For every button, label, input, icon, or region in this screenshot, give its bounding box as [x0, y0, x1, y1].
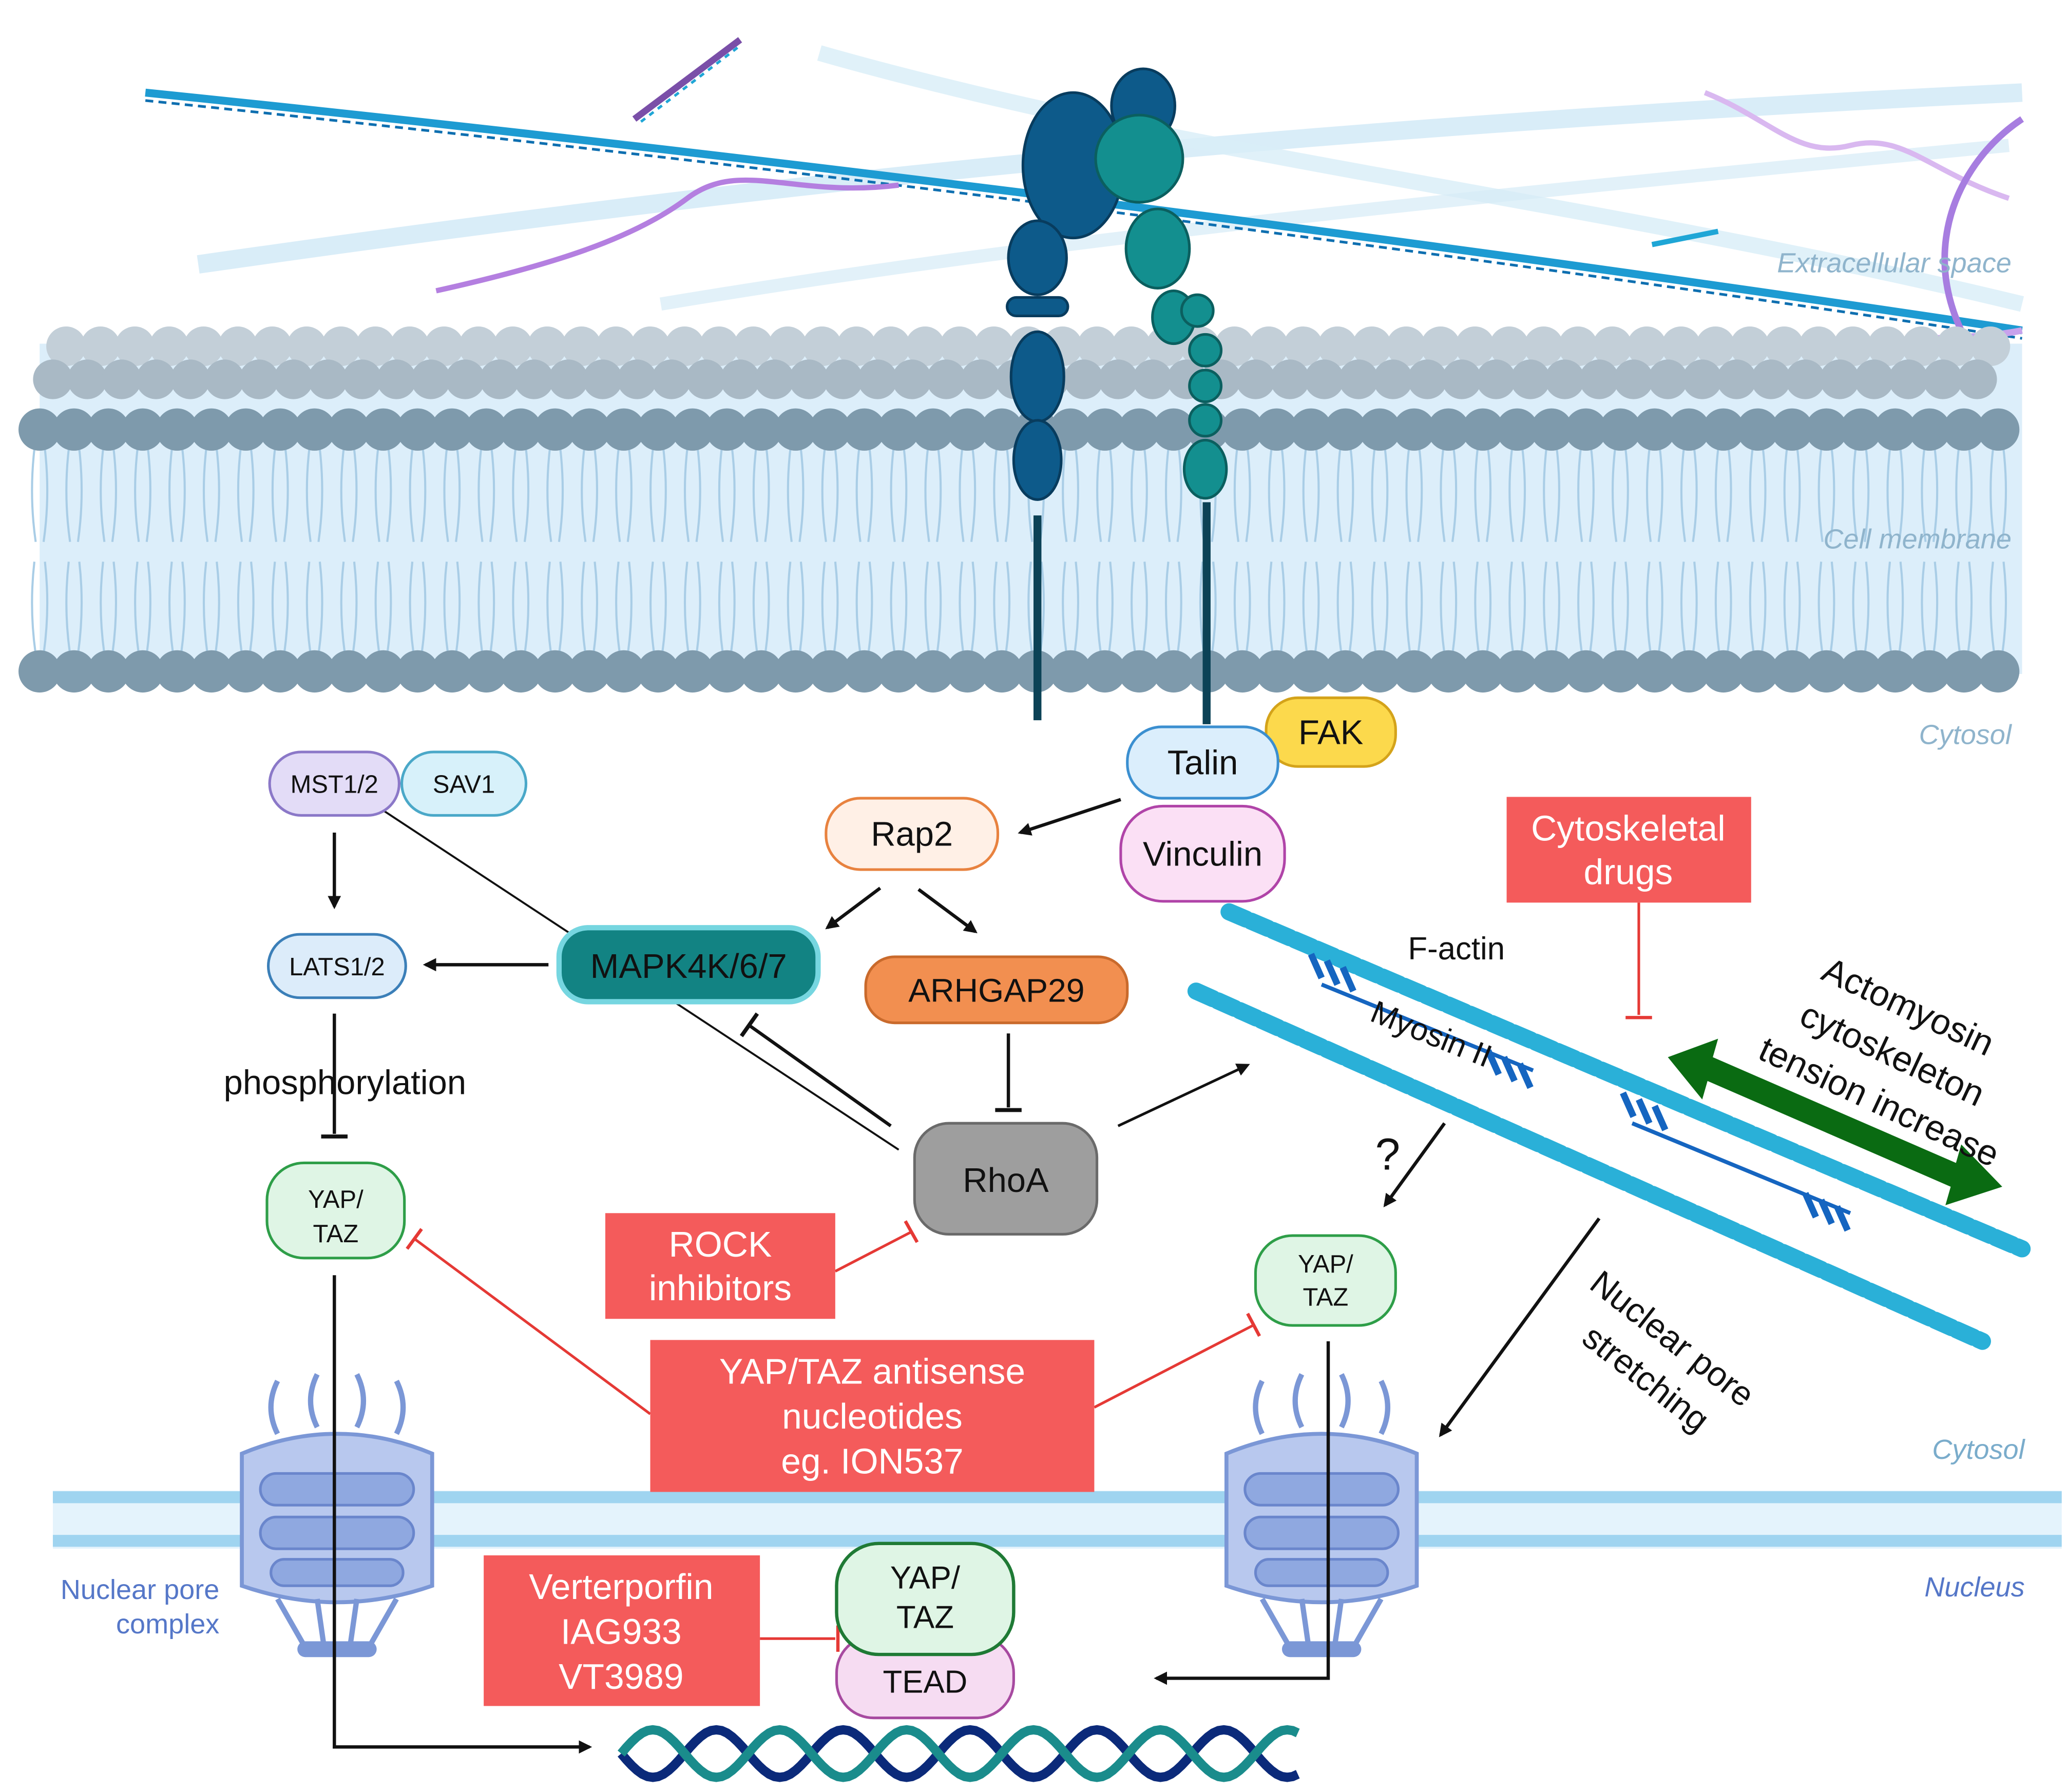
node-mst1-2-label: MST1/2	[291, 771, 378, 799]
signal-arrows	[328, 798, 1601, 1754]
label-question-mark: ?	[1375, 1129, 1401, 1179]
node-yap-taz-right-line1: YAP/	[1298, 1250, 1353, 1278]
label-nucleus: Nucleus	[1924, 1572, 2024, 1603]
node-fak-label: FAK	[1298, 713, 1363, 752]
label-npc-1: Nuclear pore	[61, 1574, 219, 1605]
node-sav1-label: SAV1	[433, 771, 495, 799]
node-yap-taz-cytosol-right: YAP/ TAZ	[1254, 1234, 1397, 1327]
node-talin-label: Talin	[1168, 744, 1238, 782]
tension-double-arrow	[1668, 1038, 2002, 1205]
nuclear-pore-complex-left	[240, 1373, 434, 1658]
cell-membrane	[18, 326, 2022, 693]
label-npc-2: complex	[116, 1609, 219, 1640]
node-yap-taz-cytosol-left: YAP/ TAZ	[265, 1161, 406, 1260]
inhibitor-rock: ROCK inhibitors	[605, 1213, 835, 1319]
node-yap-taz-right-line2: TAZ	[1303, 1283, 1349, 1311]
rock-inhibitors-line2: inhibitors	[649, 1268, 792, 1308]
extracellular-matrix	[145, 37, 2024, 399]
node-tead: TEAD	[835, 1634, 1015, 1720]
integrin-receptor	[1005, 67, 1228, 724]
node-mapk-label: MAPK4K/6/7	[590, 947, 787, 986]
node-yap-taz-left-line1: YAP/	[308, 1186, 363, 1213]
label-cytosol-bottom: Cytosol	[1932, 1434, 2025, 1465]
node-tead-label: TEAD	[883, 1665, 968, 1700]
node-rap2-label: Rap2	[871, 815, 953, 854]
node-mst1-2: MST1/2	[268, 750, 400, 817]
inhibition-lines-red	[406, 902, 1652, 1652]
node-rhoa: RhoA	[913, 1122, 1099, 1236]
node-yap-taz-left-line2: TAZ	[313, 1220, 358, 1248]
dna-helix	[617, 1725, 1300, 1782]
node-lats1-2-label: LATS1/2	[289, 953, 385, 981]
inhibitor-yap-taz-antisense: YAP/TAZ antisense nucleotides eg. ION537	[650, 1340, 1095, 1492]
node-fak: FAK	[1265, 696, 1397, 768]
label-extracellular-space: Extracellular space	[1777, 247, 2012, 278]
node-yap-taz-nuclear-line2: TAZ	[896, 1600, 954, 1635]
inhibitor-cytoskeletal-drugs: Cytoskeletal drugs	[1506, 797, 1751, 903]
verteporfin-line2: IAG933	[561, 1611, 682, 1651]
node-yap-taz-nuclear-line1: YAP/	[890, 1560, 961, 1595]
rock-inhibitors-line1: ROCK	[669, 1224, 772, 1264]
label-cytosol-top: Cytosol	[1919, 719, 2013, 750]
node-mapk4k-6-7: MAPK4K/6/7	[556, 925, 821, 1005]
antisense-line3: eg. ION537	[781, 1441, 963, 1481]
actin-filaments	[1187, 903, 2031, 1350]
node-vinculin: Vinculin	[1119, 804, 1286, 903]
node-vinculin-label: Vinculin	[1143, 835, 1262, 873]
inhibitor-verteporfin: Verterporfin IAG933 VT3989	[484, 1555, 760, 1706]
node-sav1: SAV1	[400, 750, 528, 817]
node-arhgap29-label: ARHGAP29	[908, 972, 1084, 1009]
node-yap-taz-nuclear: YAP/ TAZ	[835, 1541, 1016, 1656]
myosin-ii	[1308, 953, 1851, 1232]
verteporfin-line1: Verterporfin	[529, 1567, 713, 1607]
antisense-line2: nucleotides	[782, 1396, 963, 1436]
node-arhgap29: ARHGAP29	[864, 955, 1129, 1025]
label-phosphorylation: phosphorylation	[224, 1064, 466, 1102]
node-rhoa-label: RhoA	[963, 1161, 1049, 1200]
cytoskeletal-drugs-line1: Cytoskeletal	[1531, 808, 1726, 848]
node-talin: Talin	[1126, 725, 1279, 800]
node-rap2: Rap2	[825, 797, 1000, 871]
nuclear-pore-complex-right	[1224, 1373, 1419, 1658]
verteporfin-line3: VT3989	[559, 1656, 683, 1697]
cytoskeletal-drugs-line2: drugs	[1583, 852, 1673, 892]
node-lats1-2: LATS1/2	[266, 933, 407, 999]
label-f-actin: F-actin	[1408, 931, 1505, 967]
antisense-line1: YAP/TAZ antisense	[719, 1351, 1025, 1391]
label-cell-membrane: Cell membrane	[1823, 524, 2011, 554]
